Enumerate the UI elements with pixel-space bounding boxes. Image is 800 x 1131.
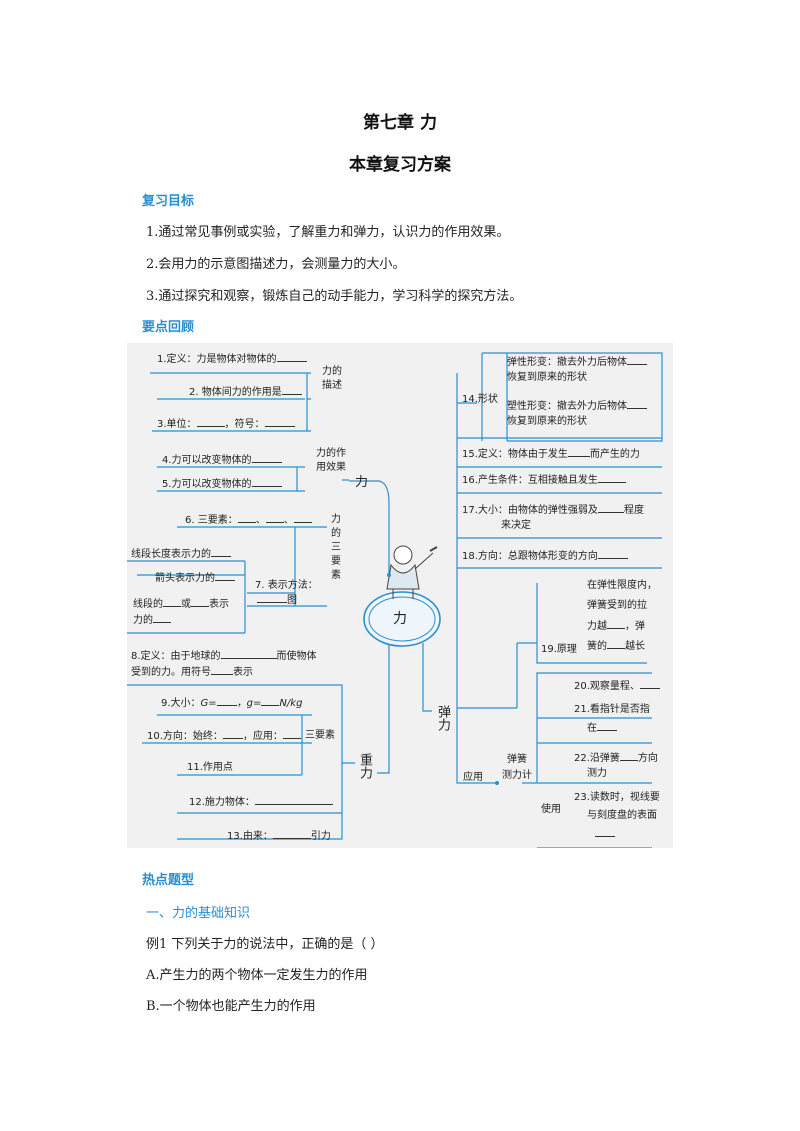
goal-item: 1.通过常见事例或实验，了解重力和弹力，认识力的作用效果。 bbox=[146, 225, 510, 240]
goal-item: 3.通过探究和观察，锻炼自己的动手能力，学习科学的探究方法。 bbox=[146, 289, 523, 304]
option-b: B.一个物体也能产生力的作用 bbox=[146, 999, 316, 1014]
map-text: 线段的或表示 bbox=[133, 599, 229, 610]
map-text: 6. 三要素：、、 bbox=[185, 513, 312, 528]
map-text: 4.力可以改变物体的 bbox=[162, 453, 282, 468]
map-text: 应用 bbox=[463, 772, 483, 783]
map-text: 5.力可以改变物体的 bbox=[162, 477, 282, 492]
map-text: 19.原理 bbox=[541, 644, 577, 655]
node-gravity: 重力 bbox=[357, 753, 372, 779]
map-text: 力的 描述 bbox=[322, 366, 342, 391]
map-text: 2. 物体间力的作用是 bbox=[189, 385, 302, 400]
option-a: A.产生力的两个物体一定发生力的作用 bbox=[146, 968, 368, 983]
map-text: 受到的力。用符号表示 bbox=[131, 667, 253, 678]
goal-item: 2.会用力的示意图描述力，会测量力的大小。 bbox=[146, 257, 406, 272]
goals-heading: 复习目标 bbox=[142, 194, 195, 209]
map-text: 20.观察量程、 bbox=[574, 679, 660, 694]
map-text: 测力计 bbox=[502, 770, 532, 781]
map-text: 弹簧 bbox=[507, 754, 527, 765]
map-text: 16.产生条件：互相接触且发生 bbox=[462, 473, 626, 488]
map-text: 11.作用点 bbox=[187, 762, 233, 773]
map-text: 恢复到原来的形状 bbox=[507, 416, 587, 427]
hot-subheading: 一、力的基础知识 bbox=[146, 906, 251, 921]
map-text: 恢复到原来的形状 bbox=[507, 372, 587, 383]
map-text: 在 bbox=[587, 721, 617, 736]
map-text: 力越，弹 bbox=[587, 621, 645, 632]
map-text: 塑性形变：撤去外力后物体 bbox=[507, 399, 647, 414]
map-text: 18.方向：总跟物体形变的方向 bbox=[462, 549, 628, 564]
map-text: 22.沿弹簧方向 bbox=[574, 753, 658, 764]
map-text: 23.读数时，视线要 bbox=[574, 792, 660, 803]
map-text: 14.形状 bbox=[462, 394, 498, 405]
example-question: 例1 下列关于力的说法中，正确的是（ ） bbox=[146, 937, 384, 952]
map-text bbox=[595, 827, 615, 842]
map-text: 簧的越长 bbox=[587, 641, 645, 652]
map-text: 线段长度表示力的 bbox=[131, 547, 231, 562]
map-text: 10.方向：始终：，应用： bbox=[147, 729, 301, 744]
map-text: 弹性形变：撤去外力后物体 bbox=[507, 355, 647, 370]
center-force: 力 bbox=[393, 611, 407, 627]
map-text: 7. 表示方法： bbox=[255, 580, 318, 591]
mind-map-lines bbox=[127, 352, 663, 848]
hot-heading: 热点题型 bbox=[142, 873, 195, 888]
map-text: 3.单位：，符号： bbox=[157, 417, 295, 432]
map-text: 测力 bbox=[587, 768, 607, 779]
mind-map: 力 力 重力 弹力 1.定义：力是物体对物体的 力的 描述 2. 物体间力的作用… bbox=[127, 343, 673, 848]
map-text: 图 bbox=[257, 593, 297, 608]
map-text: 箭头表示力的 bbox=[155, 571, 235, 586]
chapter-title: 第七章 力 bbox=[363, 113, 437, 133]
map-text: 使用 bbox=[541, 804, 561, 815]
review-heading: 要点回顾 bbox=[142, 320, 195, 335]
map-text: 弹簧受到的拉 bbox=[587, 600, 647, 611]
map-text: 与刻度盘的表面 bbox=[587, 810, 657, 821]
map-text: 8.定义：由于地球的而使物体 bbox=[131, 651, 317, 662]
map-text: 力 的 三 要 素 bbox=[331, 514, 341, 581]
map-text: 21.看指针是否指 bbox=[574, 704, 650, 715]
map-text: 17.大小：由物体的弹性强弱及程度 bbox=[462, 505, 644, 516]
page-subtitle: 本章复习方案 bbox=[349, 155, 451, 175]
map-text: 15.定义：物体由于发生而产生的力 bbox=[462, 449, 640, 460]
map-text: 13.由来：引力 bbox=[227, 831, 331, 842]
node-force: 力 bbox=[355, 475, 369, 490]
map-text: 9.大小：G=，g=N/kg bbox=[161, 698, 303, 709]
map-text: 力的 bbox=[133, 613, 171, 628]
map-text: 12.施力物体： bbox=[189, 795, 333, 810]
node-elastic: 弹力 bbox=[435, 705, 450, 731]
map-text: 在弹性限度内， bbox=[587, 580, 657, 591]
teacher-illustration bbox=[386, 545, 438, 599]
map-text: 力的作 用效果 bbox=[316, 448, 346, 473]
map-text: 来决定 bbox=[501, 520, 531, 531]
map-text: 三要素 bbox=[305, 730, 335, 741]
map-text: 1.定义：力是物体对物体的 bbox=[157, 352, 307, 367]
